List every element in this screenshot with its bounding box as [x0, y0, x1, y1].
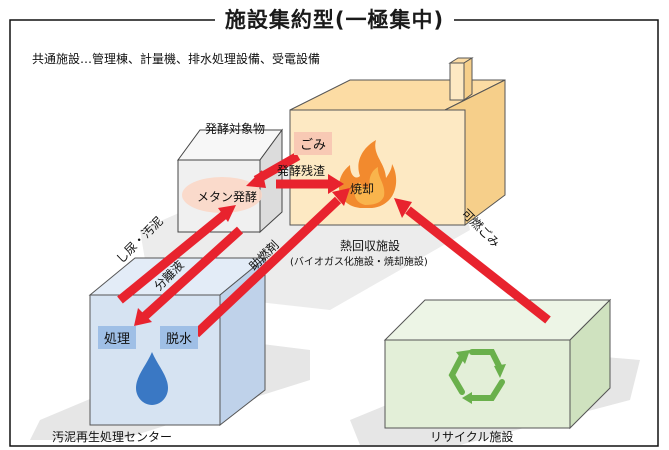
recycle-building — [383, 298, 612, 430]
label-dewater: 脱水 — [160, 326, 199, 349]
label-sewage-center: 汚泥再生処理センター — [52, 430, 173, 444]
label-recycle: リサイクル施設 — [430, 430, 514, 444]
label-heat-recovery: 熱回収施設 — [340, 239, 401, 253]
methane-building — [177, 128, 283, 234]
flame-icon — [338, 140, 397, 208]
recycle-icon — [448, 349, 505, 401]
diagram-title: 施設集約型(一極集中) — [0, 4, 669, 34]
flow-arrows — [117, 152, 551, 338]
label-garbage: ごみ — [294, 132, 333, 155]
label-heat-recovery-sub: (バイオガス化施設・焼却施設) — [290, 257, 428, 268]
water-drop-icon — [136, 352, 168, 405]
label-ferment-target: 発酵対象物 — [205, 122, 266, 136]
arrow-liquid-to-process — [141, 226, 244, 320]
label-burn: 焼却 — [350, 182, 375, 196]
arrow-auxfuel-to-burn — [192, 196, 342, 338]
arrow-combustible-to-burn — [405, 206, 551, 324]
arrow-nightsoil-to-methane — [117, 211, 227, 304]
label-methane: メタン発酵 — [197, 190, 258, 204]
label-ferment-residue: 発酵残渣 — [277, 164, 326, 178]
common-facilities-note: 共通施設…管理棟、計量機、排水処理設備、受電設備 — [32, 52, 321, 66]
label-process: 処理 — [98, 326, 137, 349]
